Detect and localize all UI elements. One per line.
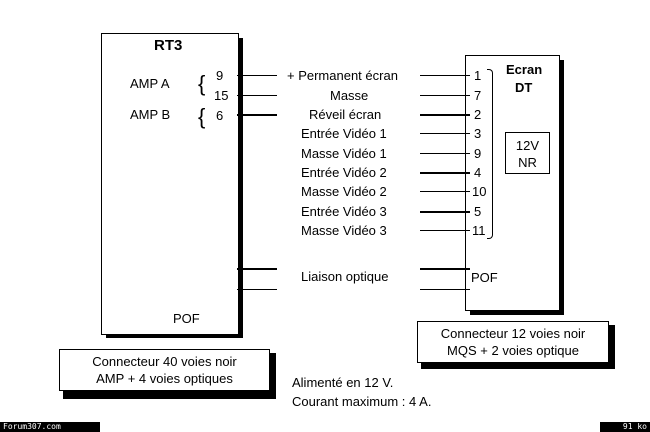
power-note-line2: Courant maximum : 4 A. — [292, 394, 432, 409]
optical-wire-rt3-bottom — [237, 289, 277, 290]
ecran-connector-line1: Connecteur 12 voies noir — [440, 326, 586, 341]
wire-ecran-pin-1 — [420, 75, 470, 76]
ecran-pof-label: POF — [471, 270, 498, 285]
wire-ecran-pin-10 — [420, 191, 470, 192]
signal-masse-video-2: Masse Vidéo 2 — [301, 184, 387, 199]
wire-rt3-pin-6 — [237, 114, 277, 116]
signal-permanent-ecran: + Permanent écran — [287, 68, 398, 83]
rt3-pin-9: 9 — [216, 68, 224, 83]
rt3-box — [101, 33, 239, 335]
ecran-pin-3: 3 — [474, 126, 482, 141]
wire-rt3-pin-9 — [237, 75, 277, 76]
optical-link-label: Liaison optique — [301, 269, 389, 284]
ecran-pin-9: 9 — [474, 146, 482, 161]
rt3-title: RT3 — [154, 37, 183, 54]
ecran-title-line1: Ecran — [506, 62, 543, 77]
signal-masse: Masse — [330, 88, 369, 103]
wire-ecran-pin-9 — [420, 153, 470, 154]
rt3-connector-line2: AMP + 4 voies optiques — [96, 371, 233, 386]
signal-entree-video-3: Entrée Vidéo 3 — [301, 204, 387, 219]
rt3-connector-caption: Connecteur 40 voies noir AMP + 4 voies o… — [59, 349, 270, 391]
signal-reveil-ecran: Réveil écran — [309, 107, 382, 122]
rt3-pin-6: 6 — [216, 108, 224, 123]
ecran-pin-1: 1 — [474, 68, 482, 83]
nr-box-line2: NR — [518, 155, 537, 170]
amp-a-brace: { — [198, 71, 206, 96]
optical-wire-rt3-top — [237, 268, 277, 270]
rt3-pof-label: POF — [173, 311, 200, 326]
wire-ecran-pin-2 — [420, 114, 470, 116]
optical-wire-ecran-top — [420, 268, 470, 270]
wire-ecran-pin-4 — [420, 172, 470, 174]
wire-ecran-pin-11 — [420, 230, 470, 231]
signal-entree-video-1: Entrée Vidéo 1 — [301, 126, 387, 141]
rt3-amp-a-label: AMP A — [130, 76, 170, 91]
wire-ecran-pin-5 — [420, 211, 470, 213]
ecran-pin-7: 7 — [474, 88, 482, 103]
signal-entree-video-2: Entrée Vidéo 2 — [301, 165, 387, 180]
footer-size-label: 91 ko — [600, 422, 650, 432]
wire-ecran-pin-7 — [420, 95, 470, 96]
footer-site-label: Forum307.com — [0, 422, 100, 432]
rt3-pin-15: 15 — [214, 88, 229, 103]
ecran-box — [465, 55, 560, 311]
nr-box: 12V NR — [505, 132, 550, 174]
ecran-pin-10: 10 — [472, 184, 487, 199]
signal-masse-video-3: Masse Vidéo 3 — [301, 223, 387, 238]
wire-rt3-pin-15 — [237, 95, 277, 96]
ecran-connector-line2: MQS + 2 voies optique — [447, 343, 579, 358]
ecran-pin-5: 5 — [474, 204, 482, 219]
optical-wire-ecran-bottom — [420, 289, 470, 290]
ecran-pin-brace — [487, 69, 493, 239]
ecran-pin-11: 11 — [472, 223, 486, 238]
wire-ecran-pin-3 — [420, 133, 470, 134]
ecran-pin-4: 4 — [474, 165, 482, 180]
nr-box-line1: 12V — [515, 138, 540, 153]
rt3-amp-b-label: AMP B — [130, 107, 171, 122]
rt3-connector-line1: Connecteur 40 voies noir — [92, 354, 237, 369]
ecran-connector-caption: Connecteur 12 voies noir MQS + 2 voies o… — [417, 321, 609, 363]
power-note-line1: Alimenté en 12 V. — [292, 375, 394, 390]
ecran-pin-2: 2 — [474, 107, 482, 122]
signal-masse-video-1: Masse Vidéo 1 — [301, 146, 387, 161]
amp-b-brace: { — [198, 104, 206, 129]
ecran-title-line2: DT — [515, 80, 533, 95]
